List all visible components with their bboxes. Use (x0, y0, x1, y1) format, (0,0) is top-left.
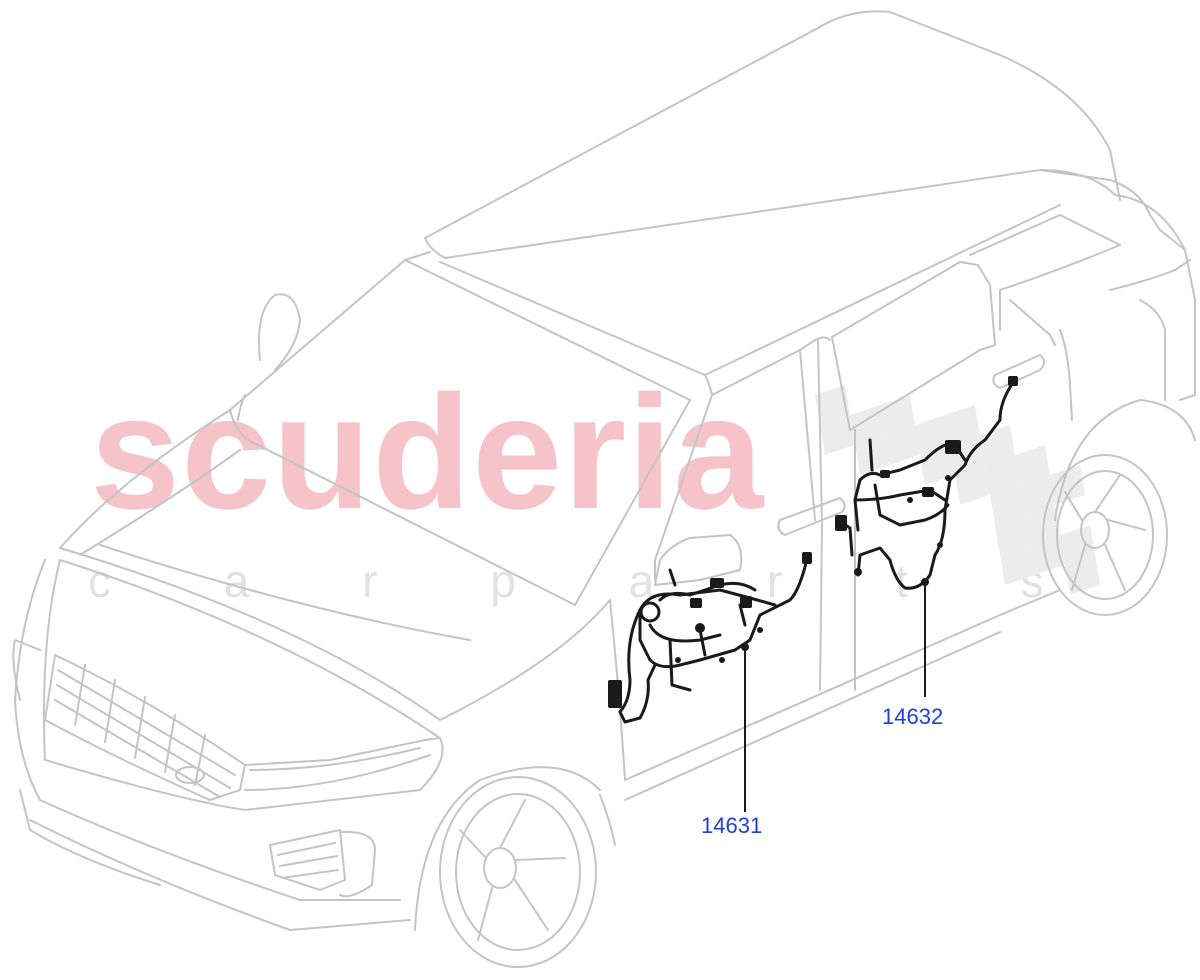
checkered-flag-watermark (815, 385, 1100, 595)
rear-door-harness-connectors (835, 376, 1018, 586)
watermark-brand: scuderia (90, 362, 765, 543)
callout-14632[interactable]: 14632 (882, 704, 944, 729)
watermark-tagline: c a r p a r t s (88, 555, 1094, 607)
car-outline (12, 10, 1196, 968)
front-door-harness-connectors (608, 552, 812, 708)
front-door-harness[interactable] (618, 553, 810, 724)
callout-14631[interactable]: 14631 (701, 813, 763, 838)
leader-lines (744, 582, 926, 812)
